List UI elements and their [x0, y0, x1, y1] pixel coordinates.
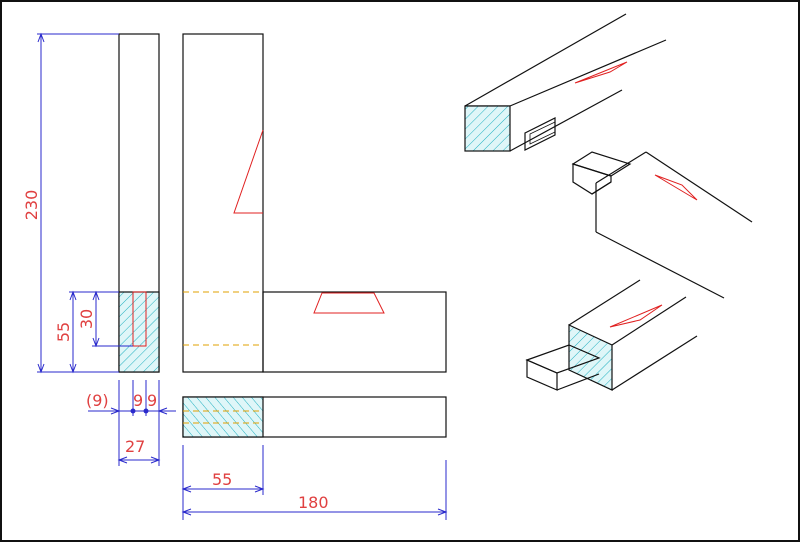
- dim-label-55-vertical: 55: [54, 322, 73, 342]
- dimension-55-horizontal: 55: [181, 445, 265, 520]
- dimension-230: 230: [22, 32, 119, 374]
- iso-rail-tenon: [571, 151, 753, 299]
- dim-label-mortise-width: 9: [133, 391, 143, 410]
- dim-label-27: 27: [125, 437, 145, 456]
- dimension-27: 27: [117, 437, 161, 464]
- dim-label-180: 180: [298, 493, 329, 512]
- dimension-30: 30: [77, 290, 133, 348]
- l-frame-front-view: [182, 33, 447, 373]
- iso-post-mortise: [464, 13, 667, 152]
- dimension-small-widths: (9) 9 9: [86, 380, 176, 466]
- dim-label-tenon-offset: 9: [147, 391, 157, 410]
- dim-label-offset-left: (9): [86, 391, 109, 410]
- dim-label-55-horizontal: 55: [212, 470, 232, 489]
- dimension-180: 180: [181, 460, 448, 520]
- dim-label-230: 230: [22, 190, 41, 221]
- rail-bottom-view: [182, 396, 447, 438]
- dim-label-30: 30: [77, 309, 96, 329]
- post-side-view: [118, 33, 160, 373]
- iso-assembled-joint: [525, 279, 698, 391]
- dimension-55-vertical: 55: [54, 290, 119, 374]
